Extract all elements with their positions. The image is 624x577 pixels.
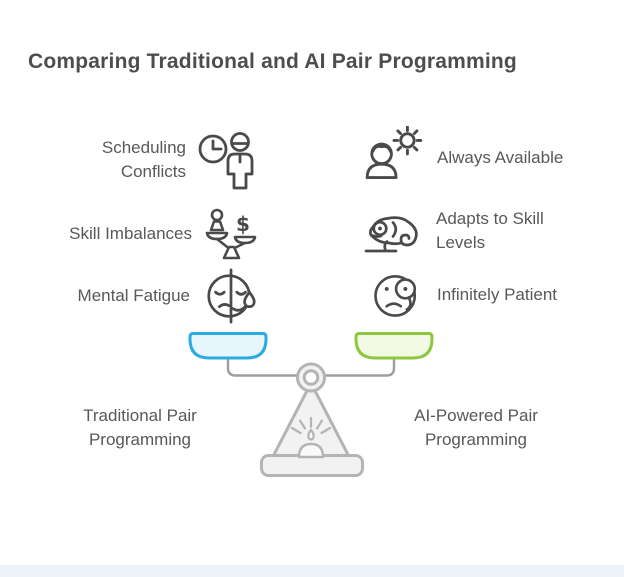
person-sun-icon <box>365 126 423 180</box>
svg-text:$: $ <box>236 212 250 236</box>
list-item-scheduling-conflicts: Scheduling Conflicts <box>68 129 259 191</box>
left-pan <box>188 332 268 360</box>
lamp-rays <box>290 416 332 435</box>
right-pan <box>354 332 434 360</box>
item-label: Scheduling Conflicts <box>101 138 186 181</box>
lamp-icon <box>307 428 315 441</box>
clock-person-icon <box>198 132 254 190</box>
list-item-adapts-to-skill-levels: Adapts to Skill Levels <box>363 200 576 262</box>
item-label: Always Available <box>437 148 564 167</box>
page-title: Comparing Traditional and AI Pair Progra… <box>28 50 517 73</box>
item-label: Skill Imbalances <box>69 224 192 243</box>
list-item-infinitely-patient: Infinitely Patient <box>368 264 557 326</box>
item-label: Mental Fatigue <box>77 286 190 305</box>
item-label: Infinitely Patient <box>437 285 558 304</box>
list-item-always-available: Always Available <box>362 126 564 189</box>
item-label: Adapts to Skill Levels <box>436 209 544 252</box>
chameleon-icon <box>364 216 418 253</box>
person-dollar-balance-icon: $ <box>205 208 257 260</box>
left-side-heading: Traditional Pair Programming <box>83 406 197 449</box>
tired-face-icon <box>207 268 256 324</box>
list-item-mental-fatigue: Mental Fatigue <box>78 265 261 327</box>
right-side-heading: AI-Powered Pair Programming <box>414 406 538 449</box>
bottom-accent-strip <box>0 565 624 577</box>
scale-pivot-inner <box>302 369 320 386</box>
scale-base <box>260 454 364 477</box>
list-item-skill-imbalances: Skill Imbalances $ <box>69 203 259 265</box>
monocle-face-icon <box>374 274 417 317</box>
